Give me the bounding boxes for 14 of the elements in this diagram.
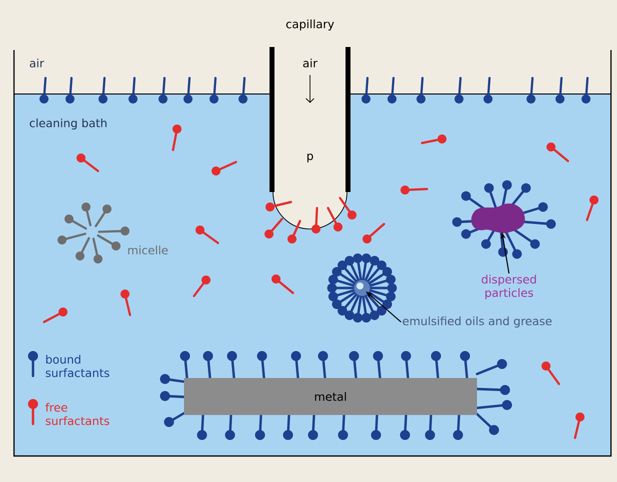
callout-text: dispersed particles	[482, 274, 536, 300]
node-label: air	[303, 58, 318, 68]
oil-droplet-drawing	[327, 254, 397, 322]
particle-drawing	[452, 180, 556, 259]
label: air	[30, 58, 44, 68]
label: micelle	[128, 246, 168, 254]
legend-text: bound surfactants	[46, 354, 110, 378]
node-label: capillary	[286, 19, 334, 31]
callout-text: emulsified oils and grease	[402, 316, 552, 328]
capillary-tube: capillary air p	[270, 19, 350, 230]
legend-text: free surfactants	[45, 402, 110, 426]
metal-block: metal	[184, 378, 477, 415]
label: cleaning bath	[30, 118, 106, 130]
node-label: p	[307, 154, 314, 162]
